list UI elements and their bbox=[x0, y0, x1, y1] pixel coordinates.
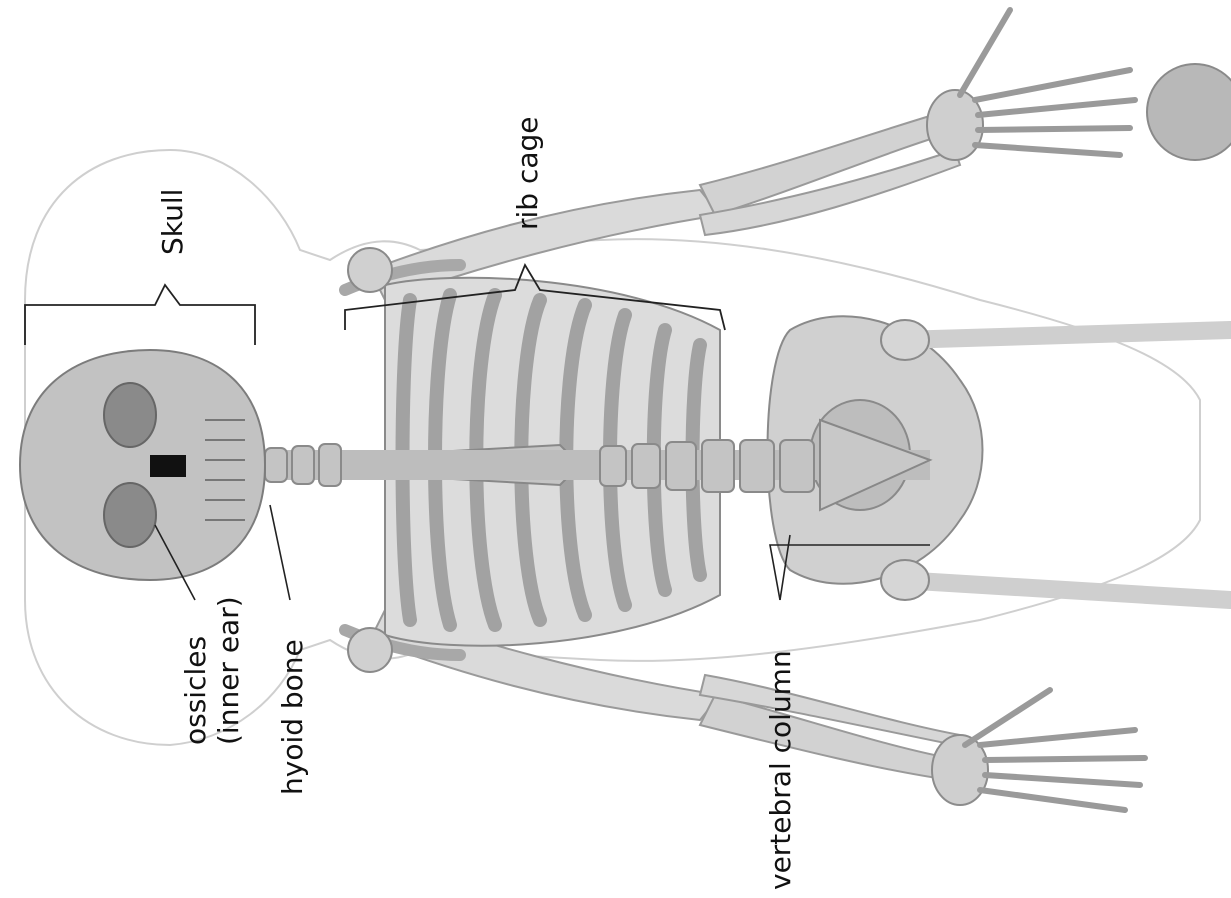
label-skull: Skull bbox=[156, 189, 189, 255]
label-vertebral-column: vertebral column bbox=[764, 650, 797, 890]
label-hyoid-bone: hyoid bone bbox=[276, 639, 309, 795]
label-ossicles-line1: ossicles bbox=[179, 636, 212, 745]
skull bbox=[20, 350, 265, 580]
label-ossicles-line2: (inner ear) bbox=[212, 596, 245, 745]
label-rib-cage: rib cage bbox=[511, 116, 544, 230]
highlight-disc bbox=[1147, 64, 1231, 160]
